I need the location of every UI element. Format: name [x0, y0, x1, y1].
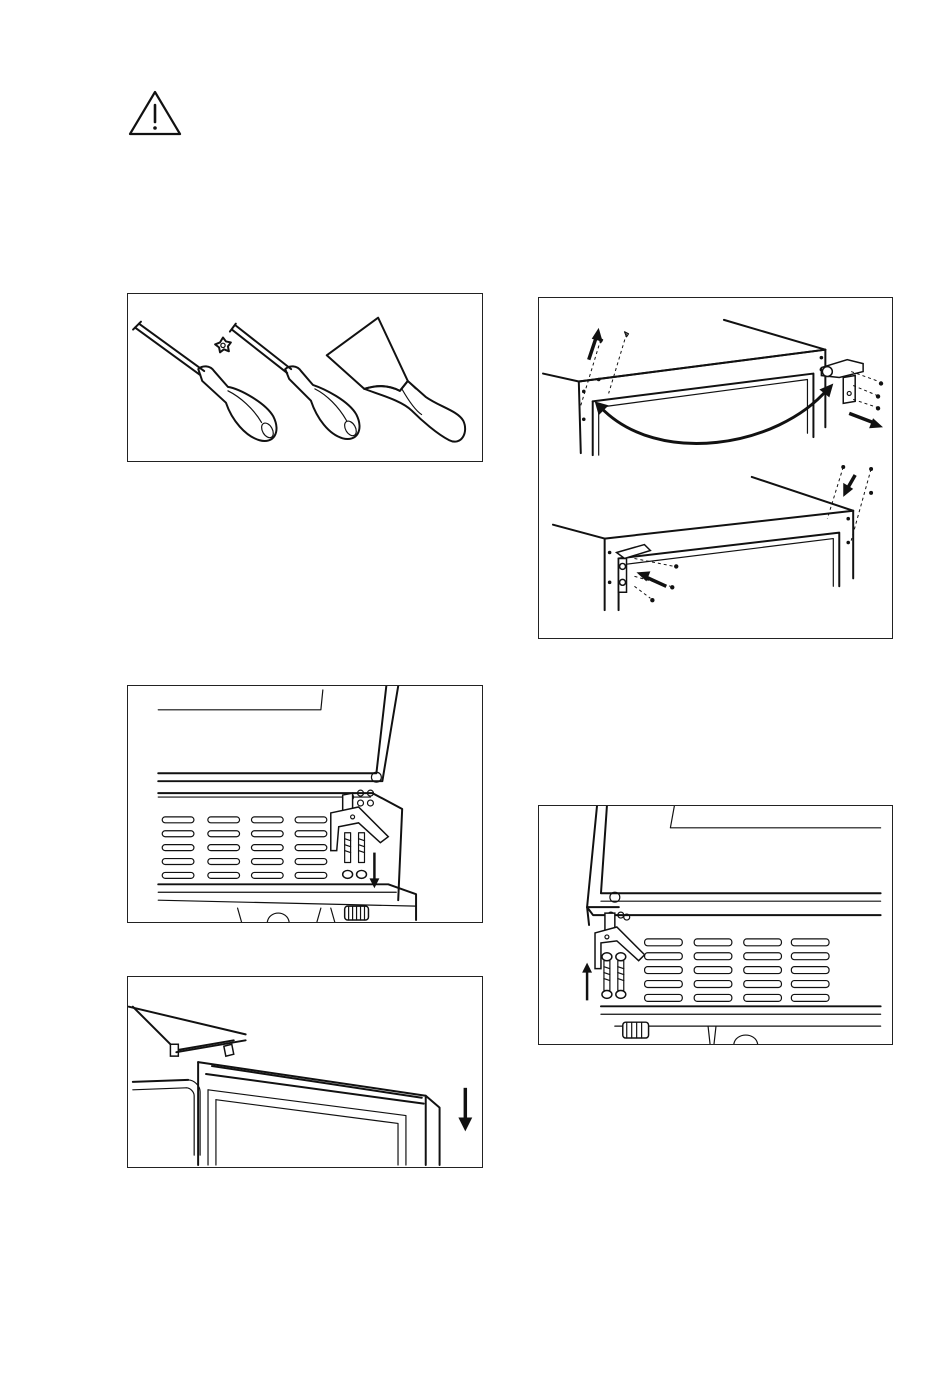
arrow-down-icon	[369, 853, 379, 889]
torx-symbol-icon	[215, 337, 231, 352]
putty-knife-icon	[327, 318, 465, 442]
screw-icon	[581, 332, 629, 406]
arrow-down-icon	[843, 475, 855, 497]
vent-grille	[162, 817, 327, 878]
figure-lower-hinge-fit	[538, 805, 893, 1045]
vent-grille	[645, 939, 829, 1001]
screw-icon	[602, 953, 626, 999]
arrow-out-icon	[849, 413, 883, 428]
warning-triangle-icon	[127, 89, 183, 137]
torx-screwdriver-icon	[230, 324, 360, 439]
cabinet-top-lower	[553, 477, 853, 610]
adjustable-foot	[238, 906, 369, 922]
figure-door-lower	[127, 976, 483, 1168]
hinge-icon	[170, 1040, 245, 1056]
arrow-up-icon	[589, 328, 603, 360]
cabinet-top-upper	[543, 320, 825, 455]
screw-icon	[827, 465, 873, 541]
hinge-icon	[331, 790, 389, 850]
figure-tools	[127, 293, 483, 462]
adjustable-foot	[623, 1022, 758, 1044]
screw-icon	[343, 833, 367, 879]
arrow-up-icon	[582, 963, 592, 1001]
arrow-down-icon	[458, 1088, 472, 1132]
door-panel	[198, 1062, 439, 1165]
arrow-in-icon	[636, 571, 666, 586]
figure-lower-hinge-remove	[127, 685, 483, 923]
figure-door-hinge-swap	[538, 297, 893, 639]
